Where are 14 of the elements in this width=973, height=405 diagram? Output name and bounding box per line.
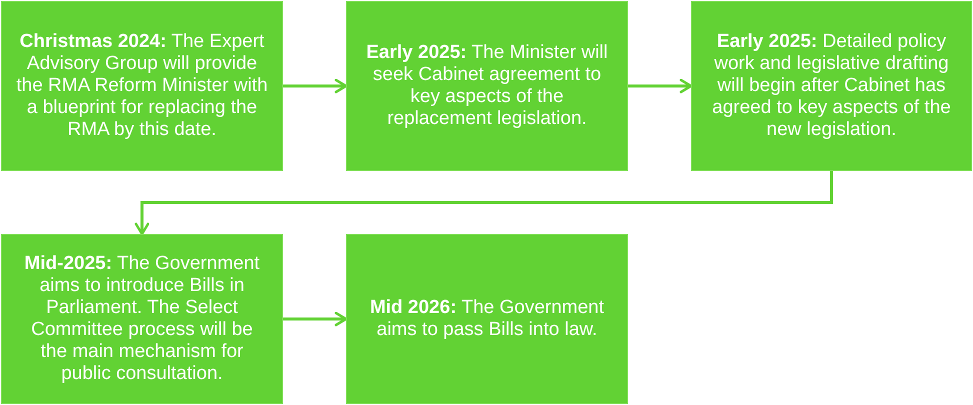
timeline-step-box: [1, 234, 283, 404]
step-description: Mid 2026: The Government aims to pass Bills into law.: [368, 297, 606, 341]
step-description: Early 2025: Detailed policy work and legislative drafting will begin after Cabinet has agreed to key aspects of the new legislation.: [711, 31, 952, 141]
step-description: Early 2025: The Minister will seek Cabinet agreement to key aspects of the replacement legislation.: [365, 42, 609, 130]
timeline-step-box: [346, 1, 628, 171]
timeline-step-box: [346, 234, 628, 404]
step-description: Mid-2025: The Government aims to introduce Bills in Parliament. The Select Committee process will be the main mechanism for public consultation.: [23, 253, 261, 385]
arrow: [283, 312, 348, 326]
timeline-step-box: [1, 1, 283, 171]
arrow: [134, 171, 833, 236]
arrow: [628, 78, 692, 94]
arrow: [283, 78, 348, 94]
timeline-step-box: [691, 1, 972, 171]
step-description: Christmas 2024: The Expert Advisory Group will provide the RMA Reform Minister with a blueprint for replacing the RMA by this date.: [16, 31, 268, 141]
